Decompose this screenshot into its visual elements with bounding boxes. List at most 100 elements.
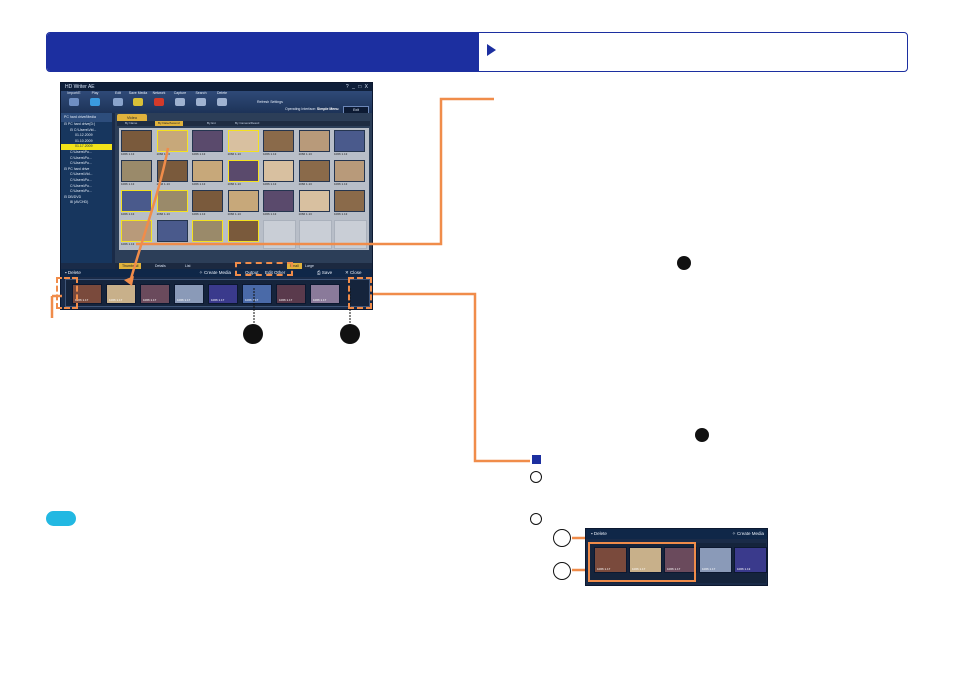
view-option[interactable]: List [185,264,191,268]
create-media-button[interactable]: ✧ Create Media [199,270,232,275]
strip-thumbnail[interactable]: 1066 1.17 [140,284,170,304]
strip-thumbnail-label: 1066 1.17 [313,298,327,302]
toolbar-item-label: Delete [216,91,228,95]
strip-thumbnail[interactable]: 1066 1.17 [310,284,340,304]
tree-item[interactable]: ⊟ C:\Users\Vid... [70,127,97,132]
video-thumbnail[interactable]: 1066 1.13 [298,130,330,157]
video-thumbnail[interactable]: 1066 1.13 [121,130,152,157]
video-thumbnail[interactable]: 1066 1.13 [227,160,259,187]
delete-button[interactable]: ▪ Delete [65,270,81,275]
video-thumbnail[interactable]: 1066 1.13 [192,220,223,247]
tree-item[interactable]: ⊟ PC hard drive(D:) [64,122,96,126]
tree-item[interactable]: 01.10.2009 [75,138,93,143]
toolbar-item[interactable]: Delete [212,91,232,106]
video-thumbnail[interactable]: 1066 1.13 [192,190,223,217]
video-thumbnail[interactable]: 1066 1.13 [121,160,152,187]
tree-item[interactable]: C:\Users\Pu... [70,177,92,182]
delete-label: Delete [67,270,81,275]
toolbar-item-label: Capture [173,91,187,95]
sort-bar: By Name By Date/Ascend By Ext By Camera/Des… [117,121,370,126]
video-thumbnail[interactable]: 1066 1.13 [192,160,223,187]
toolbar-item[interactable]: Save Media [128,91,148,106]
sort-option[interactable]: By Date/Ascend [155,121,183,126]
thumbnail-image [334,190,365,212]
window-controls[interactable]: ? _ □ X [345,84,369,90]
view-option[interactable]: Details [155,264,166,268]
strip-thumbnail[interactable]: 1066 1.17 [242,284,272,304]
thumbnail-image [263,190,294,212]
operating-mode[interactable]: Operating Interface: Simple Menu [285,107,339,111]
video-thumbnail[interactable]: 1066 1.13 [298,190,330,217]
toolbar-item[interactable]: Edit [108,91,128,106]
toolbar-item[interactable]: Capture [170,91,190,106]
strip-thumbnail-label: 1066 1.17 [143,298,157,302]
view-option[interactable]: Thumbnail [119,263,142,269]
video-thumbnail[interactable]: 1066 1.13 [192,130,223,157]
tree-item[interactable]: C:\Users\Pu... [70,183,92,188]
sort-option[interactable]: By Camera/Descd [235,121,260,125]
thumbnail-image [263,160,294,182]
network-settings[interactable]: Refresh Settings [257,100,283,104]
video-thumbnail[interactable]: 1066 1.13 [334,190,365,217]
header-title-band [47,33,479,71]
close-button[interactable]: ✕ Close [345,270,362,275]
tree-item[interactable]: C:\Users\Pu... [70,155,92,160]
thumbnail-label: 1066 1.13 [227,212,241,216]
thumbnail-image [334,130,365,152]
crop-strip-thumbnail[interactable]: 1066 1.13 [734,547,767,573]
crop-strip-thumbnail[interactable]: 1066 1.17 [699,547,732,573]
thumbnail-label: 1066 1.13 [156,182,170,186]
crop-strip-thumbnail[interactable]: 1066 1.17 [594,547,627,573]
strip-thumbnail[interactable]: 1066 1.17 [106,284,136,304]
toolbar-item[interactable]: Search [191,91,211,106]
edit-other-button[interactable]: Edit Other [265,270,286,275]
video-thumbnail[interactable]: 1066 1.13 [263,130,294,157]
video-thumbnail[interactable]: 1066 1.13 [121,190,152,217]
toolbar-item[interactable]: Network [149,91,169,106]
tree-item[interactable]: C:\Users\Pu... [70,189,92,194]
tree-item[interactable]: 01.12.2009 [75,133,93,138]
view-option[interactable]: Large [305,264,314,268]
video-thumbnail[interactable]: 1066 1.13 [263,160,294,187]
toolbar-item[interactable]: Play [85,91,105,106]
sort-option[interactable]: By Ext [207,121,216,125]
video-thumbnail[interactable]: 1066 1.13 [334,130,365,157]
tree-item[interactable]: C:\Users\Pu... [70,149,92,154]
crop-strip-thumbnail-label: 1066 1.17 [667,567,681,571]
toolbar-item-label: Edit [114,91,122,95]
tree-item[interactable]: ⊟ PC hard drive [64,166,90,171]
video-thumbnail[interactable]: 1066 1.13 [298,160,330,187]
tree-item[interactable]: 01.17.2009 [61,144,112,150]
output-button[interactable]: Output [245,270,259,275]
crop-strip-thumbnail[interactable]: 1066 1.17 [629,547,662,573]
tree-item[interactable]: C:\Users\Vid... [70,172,93,177]
crop-create-media-button[interactable]: ✧ Create Media [732,531,765,536]
toolbar-item[interactable]: Import/E [64,91,84,106]
video-thumbnail[interactable]: 1066 1.13 [227,130,259,157]
strip-thumbnail[interactable]: 1066 1.17 [208,284,238,304]
tree-item[interactable]: C:\Users\Pu... [70,161,92,166]
save-button[interactable]: ⎙ Save [317,270,333,275]
video-thumbnail[interactable]: 1066 1.13 [263,190,294,217]
tree-item[interactable]: ⊟ DB/DVD [64,194,82,199]
thumbnail-image [334,160,365,182]
callout-marker-4 [695,428,709,442]
strip-thumbnail[interactable]: 1066 1.17 [276,284,306,304]
tree-item[interactable]: ⊞ (AVCHD) [70,200,89,205]
video-thumbnail[interactable]: 1066 1.13 [156,190,188,217]
crop-strip-thumbnail[interactable]: 1066 1.17 [664,547,697,573]
sort-option[interactable]: By Name [125,121,138,125]
strip-thumbnail[interactable]: 1066 1.17 [72,284,102,304]
toolbar-item-label: Network [152,91,166,95]
strip-thumbnail-label: 1066 1.17 [109,298,123,302]
video-thumbnail[interactable]: 1066 1.13 [156,130,188,157]
video-thumbnail[interactable]: 1066 1.13 [334,160,365,187]
strip-thumbnail[interactable]: 1066 1.17 [174,284,204,304]
video-thumbnail[interactable]: 1066 1.13 [227,190,259,217]
crop-delete-button[interactable]: ▪ Delete [591,531,607,536]
view-option[interactable]: Small [287,263,302,269]
tab-video[interactable]: Video [117,114,147,121]
